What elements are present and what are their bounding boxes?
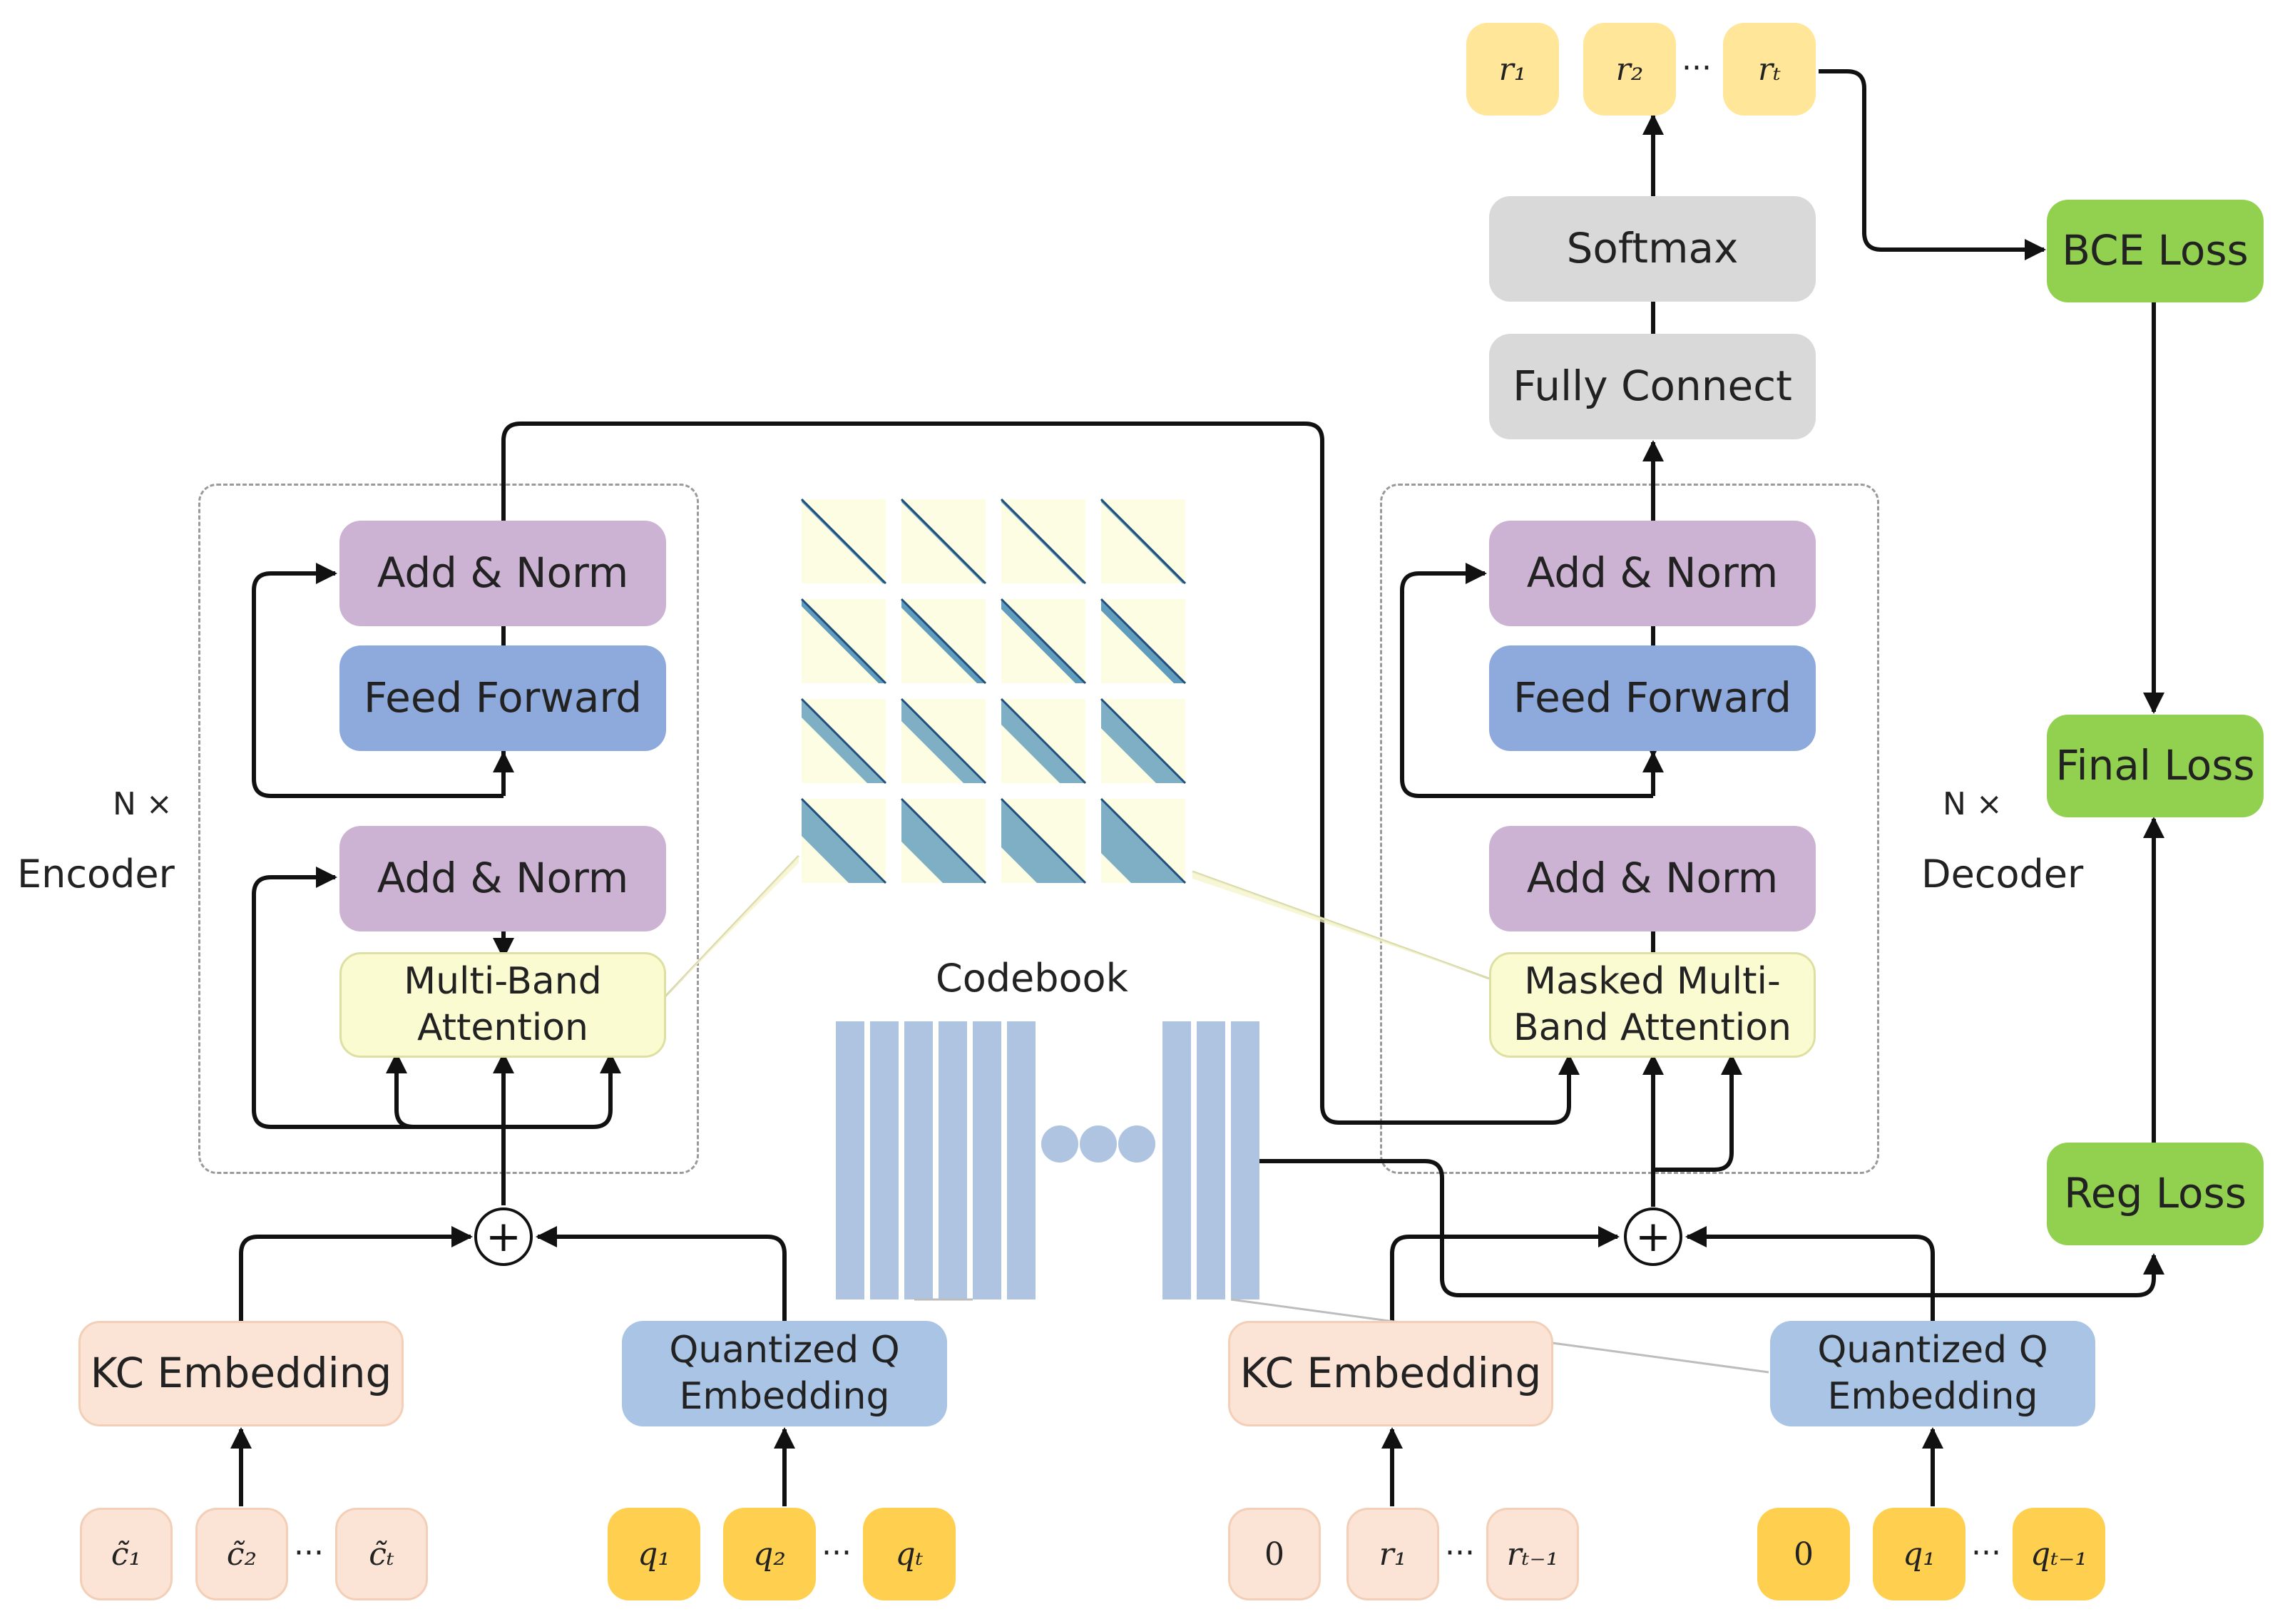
codebook-ellipsis-dot [1080,1125,1117,1163]
decoder-add-norm-bottom: Add & Norm [1489,826,1816,931]
decoder-question-token: 0 [1757,1508,1850,1600]
codebook-vector [1197,1021,1225,1299]
encoder-question-token: q₂ [723,1508,816,1600]
heatmap-diagonal [1000,498,1087,585]
heatmap-diagonal [1100,598,1187,685]
encoder-multi-band-attention: Multi-Band Attention [339,952,666,1058]
final-loss-box: Final Loss [2047,715,2264,817]
decoder-response-token: 0 [1228,1508,1321,1600]
encoder-q-embedding-line2: Embedding [679,1375,890,1418]
encoder-question-token: qₜ [863,1508,956,1600]
decoder-masked-multi-band-attention: Masked Multi- Band Attention [1489,952,1816,1058]
heatmap-diagonal [800,498,887,585]
decoder-quantized-q-embedding: Quantized Q Embedding [1770,1321,2095,1426]
decoder-question-token: q₁ [1873,1508,1965,1600]
encoder-concept-token: c̃ₜ [335,1508,428,1600]
decoder-response-token: r₁ [1346,1508,1439,1600]
decoder-attention-line2: Band Attention [1513,1006,1792,1049]
heatmap-diagonal [800,698,887,785]
codebook-label: Codebook [936,956,1128,1001]
codebook-vector [973,1021,1001,1299]
heatmap-diagonal [900,598,987,685]
decoder-feed-forward: Feed Forward [1489,645,1816,751]
heatmap-diagonal [1000,698,1087,785]
encoder-label: Encoder [17,852,175,897]
encoder-repeat-label: N × [113,786,173,822]
codebook-vector [836,1021,864,1299]
encoder-q-embedding-line1: Quantized Q [669,1329,900,1372]
encoder-add-norm-bottom: Add & Norm [339,826,666,931]
codebook-vector [870,1021,899,1299]
encoder-question-ellipsis: ··· [822,1535,852,1571]
heatmap-diagonal [800,797,887,884]
heatmap-diagonal [800,598,887,685]
decoder-label: Decoder [1921,852,2084,897]
bce-loss-box: BCE Loss [2047,200,2264,302]
output-response-ellipsis: ··· [1682,50,1712,86]
decoder-kc-embedding: KC Embedding [1228,1321,1553,1426]
decoder-q-embedding-line2: Embedding [1827,1375,2038,1418]
encoder-question-token: q₁ [608,1508,700,1600]
encoder-add-operator: + [474,1207,533,1266]
heatmap-diagonal [900,797,987,884]
encoder-add-norm-top: Add & Norm [339,521,666,626]
output-response-token: r₂ [1583,23,1676,116]
encoder-concept-token: c̃₁ [80,1508,173,1600]
fully-connect-box: Fully Connect [1489,334,1816,439]
decoder-question-token: qₜ₋₁ [2013,1508,2105,1600]
heatmap-diagonal [900,498,987,585]
reg-loss-box: Reg Loss [2047,1143,2264,1245]
heatmap-diagonal [1100,498,1187,585]
output-response-token: rₜ [1723,23,1816,116]
decoder-question-ellipsis: ··· [1971,1535,2001,1571]
encoder-concept-ellipsis: ··· [294,1535,324,1571]
codebook-vector [939,1021,967,1299]
heatmap-diagonal [1000,797,1087,884]
codebook-vector [904,1021,933,1299]
encoder-frame [198,484,699,1174]
decoder-response-ellipsis: ··· [1445,1535,1475,1571]
decoder-response-token: rₜ₋₁ [1486,1508,1579,1600]
encoder-kc-embedding: KC Embedding [78,1321,404,1426]
heatmap-diagonal [900,698,987,785]
heatmap-diagonal [1100,698,1187,785]
codebook-vector [1231,1021,1259,1299]
codebook-vector [1162,1021,1191,1299]
output-response-token: r₁ [1466,23,1559,116]
softmax-box: Softmax [1489,196,1816,302]
decoder-attention-line1: Masked Multi- [1524,960,1781,1003]
decoder-repeat-label: N × [1943,786,2003,822]
encoder-feed-forward: Feed Forward [339,645,666,751]
decoder-add-operator: + [1624,1207,1682,1266]
decoder-frame [1380,484,1879,1174]
decoder-q-embedding-line1: Quantized Q [1817,1329,2048,1372]
codebook-ellipsis-dot [1118,1125,1155,1163]
decoder-add-norm-top: Add & Norm [1489,521,1816,626]
codebook-ellipsis-dot [1041,1125,1078,1163]
encoder-attention-line2: Attention [417,1006,588,1049]
encoder-quantized-q-embedding: Quantized Q Embedding [622,1321,947,1426]
heatmap-diagonal [1100,797,1187,884]
encoder-concept-token: c̃₂ [195,1508,288,1600]
encoder-attention-line1: Multi-Band [404,960,602,1003]
codebook-vector [1007,1021,1036,1299]
heatmap-diagonal [1000,598,1087,685]
